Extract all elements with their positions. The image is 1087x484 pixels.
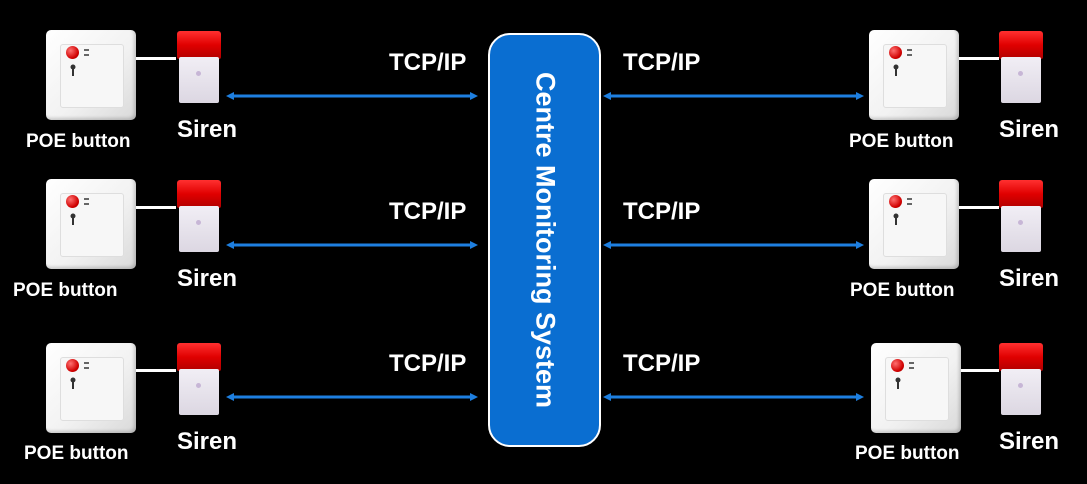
poe-button-icon xyxy=(869,179,959,269)
siren-label-left-3: Siren xyxy=(177,428,238,455)
siren-icon xyxy=(177,31,221,103)
tcp-label-right-3: TCP/IP xyxy=(623,350,701,377)
siren-label-right-3: Siren xyxy=(999,428,1060,455)
device-wire xyxy=(959,57,999,60)
siren-icon xyxy=(177,343,221,415)
poe-button-label-left-3: POE button xyxy=(24,443,129,464)
tcp-label-right-1: TCP/IP xyxy=(623,49,701,76)
device-wire xyxy=(136,369,176,372)
device-wire xyxy=(136,206,176,209)
tcp-label-right-2: TCP/IP xyxy=(623,198,701,225)
device-wire xyxy=(136,57,176,60)
poe-button-label-left-1: POE button xyxy=(26,131,131,152)
siren-label-right-2: Siren xyxy=(999,265,1060,292)
tcp-label-left-3: TCP/IP xyxy=(389,350,467,377)
centre-monitoring-system-box: Centre Monitoring System xyxy=(488,33,601,447)
siren-label-right-1: Siren xyxy=(999,116,1060,143)
poe-button-icon xyxy=(46,30,136,120)
siren-icon xyxy=(177,180,221,252)
poe-button-icon xyxy=(46,343,136,433)
device-wire xyxy=(959,206,999,209)
centre-label: Centre Monitoring System xyxy=(530,71,560,409)
siren-label-left-1: Siren xyxy=(177,116,238,143)
tcp-label-left-2: TCP/IP xyxy=(389,198,467,225)
poe-button-label-right-1: POE button xyxy=(849,131,954,152)
siren-label-left-2: Siren xyxy=(177,265,238,292)
poe-button-icon xyxy=(46,179,136,269)
poe-button-icon xyxy=(871,343,961,433)
poe-button-label-right-2: POE button xyxy=(850,280,955,301)
device-wire xyxy=(961,369,999,372)
siren-icon xyxy=(999,31,1043,103)
tcp-label-left-1: TCP/IP xyxy=(389,49,467,76)
poe-button-label-left-2: POE button xyxy=(13,280,118,301)
siren-icon xyxy=(999,180,1043,252)
poe-button-icon xyxy=(869,30,959,120)
siren-icon xyxy=(999,343,1043,415)
poe-button-label-right-3: POE button xyxy=(855,443,960,464)
